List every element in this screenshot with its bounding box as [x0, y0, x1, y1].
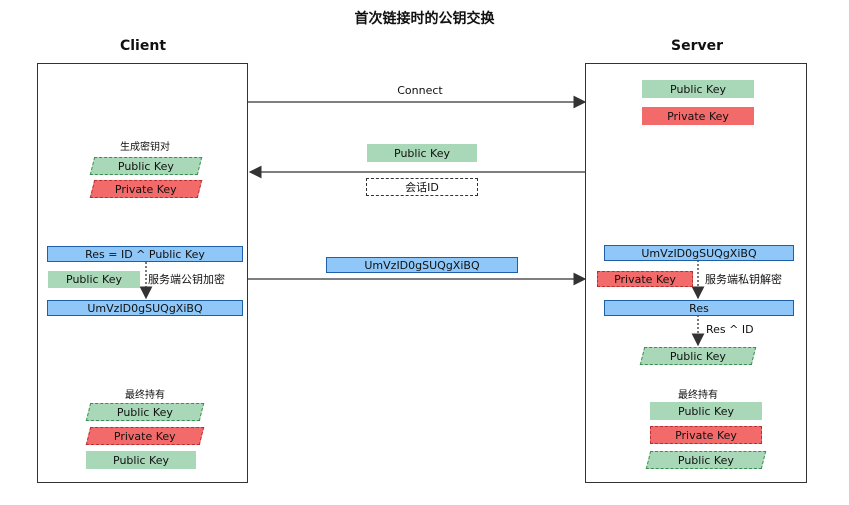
- client-res-formula: Res = ID ^ Public Key: [47, 246, 243, 262]
- server-res: Res: [604, 300, 794, 316]
- client-heading: Client: [119, 38, 167, 54]
- server-decrypt-label: 服务端私钥解密: [705, 273, 782, 286]
- client-final-private-key: Private Key: [85, 427, 205, 445]
- server-private-key: Private Key: [642, 107, 754, 125]
- client-encrypt-label: 服务端公钥加密: [148, 273, 225, 286]
- client-generate-label: 生成密钥对: [120, 142, 170, 153]
- server-decrypt-private-key: Private Key: [597, 271, 693, 287]
- client-cipher: UmVzID0gSUQgXiBQ: [47, 300, 243, 316]
- client-final-label: 最终持有: [125, 390, 165, 401]
- server-final-public-key: Public Key: [650, 402, 762, 420]
- message-session-id: 会话ID: [366, 178, 478, 196]
- server-final-private-key: Private Key: [650, 426, 762, 444]
- connect-label: Connect: [397, 84, 443, 97]
- server-heading: Server: [670, 38, 723, 54]
- client-generated-public-key: Public Key: [89, 157, 203, 175]
- client-generated-private-key: Private Key: [89, 180, 203, 198]
- server-final-client-public-key: Public Key: [645, 451, 767, 469]
- server-xor-label: Res ^ ID: [706, 323, 754, 336]
- message-cipher: UmVzID0gSUQgXiBQ: [326, 257, 518, 273]
- server-derived-public-key: Public Key: [639, 347, 757, 365]
- client-final-public-key: Public Key: [85, 403, 205, 421]
- server-received-cipher: UmVzID0gSUQgXiBQ: [604, 245, 794, 261]
- message-public-key: Public Key: [367, 144, 477, 162]
- client-final-server-public-key: Public Key: [86, 451, 196, 469]
- server-public-key: Public Key: [642, 80, 754, 98]
- client-server-public-key: Public Key: [48, 271, 140, 288]
- server-final-label: 最终持有: [678, 390, 718, 401]
- diagram-title: 首次链接时的公钥交换: [354, 11, 495, 27]
